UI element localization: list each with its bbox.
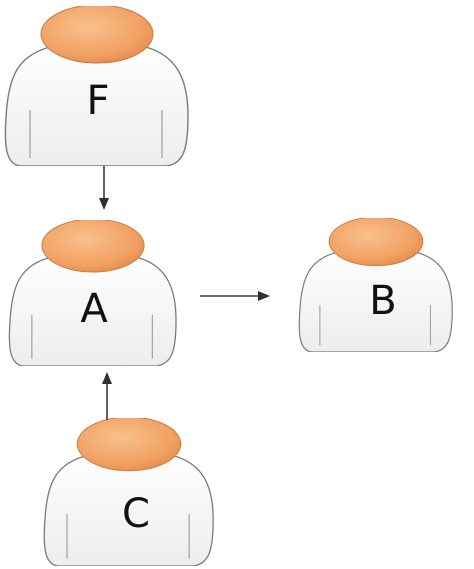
person-f-label: F: [86, 78, 109, 124]
person-a-label: A: [80, 286, 108, 332]
arrow-c-to-a: [102, 372, 112, 420]
person-b: B: [298, 218, 453, 352]
person-f: F: [4, 6, 189, 166]
arrow-a-to-b: [200, 291, 270, 301]
person-b-label: B: [369, 278, 396, 324]
person-c-label: C: [122, 491, 150, 537]
arrow-f-to-a: [99, 166, 109, 210]
person-c: C: [43, 418, 214, 566]
person-a: A: [8, 220, 177, 366]
